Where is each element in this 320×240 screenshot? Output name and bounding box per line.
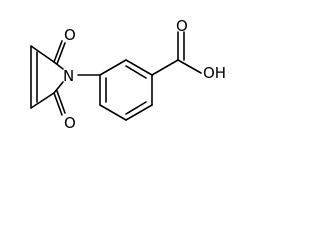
bond-c5-o-bottom-b bbox=[56, 90, 66, 114]
bond-ar-carboxyl bbox=[151, 59, 179, 76]
structure-canvas: O O N O OH bbox=[30, 17, 226, 132]
bond-c2-n bbox=[53, 61, 64, 70]
bond-ar-double-1 bbox=[125, 65, 147, 79]
molecule-diagram: O O N O OH bbox=[30, 17, 226, 132]
bond-c2-c3 bbox=[30, 45, 55, 63]
bond-ar-double-2 bbox=[125, 101, 147, 115]
bond-n-c5 bbox=[53, 81, 64, 94]
bond-ar-5 bbox=[99, 104, 127, 121]
bond-c4-c5 bbox=[30, 92, 55, 109]
bond-c2-o-top-a bbox=[53, 40, 63, 63]
atom-o-top: O bbox=[64, 26, 76, 44]
atom-o-acid: O bbox=[176, 17, 188, 35]
bond-carboxyl-oh bbox=[177, 59, 202, 74]
bond-c2-o-top-b bbox=[56, 42, 66, 65]
atom-o-bottom: O bbox=[64, 114, 76, 132]
bond-ar-2 bbox=[125, 59, 153, 76]
atom-oh: OH bbox=[203, 64, 226, 82]
atom-n: N bbox=[63, 67, 74, 85]
bond-ar-4 bbox=[125, 104, 153, 121]
bond-c5-o-bottom-a bbox=[53, 92, 63, 116]
bond-ar-1 bbox=[99, 59, 127, 76]
